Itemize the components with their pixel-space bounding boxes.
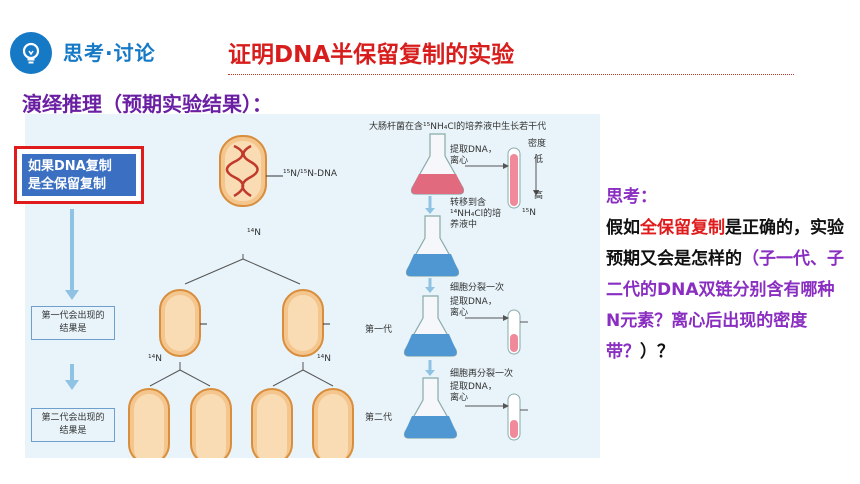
transfer-label: 转移到含¹⁴NH₄Cl的培养液中 bbox=[450, 198, 502, 230]
n14-label-left: ¹⁴N bbox=[148, 354, 162, 364]
think-p1-red: 全保留复制 bbox=[640, 218, 725, 238]
density-label: 密度 bbox=[528, 139, 547, 149]
n14-label-right: ¹⁴N bbox=[317, 354, 331, 364]
think-p2-end: ）？ bbox=[640, 342, 674, 362]
hypothesis-prefix: 是 bbox=[28, 177, 42, 192]
divide-once-label: 细胞分裂一次 bbox=[450, 283, 505, 293]
divide-twice-label: 细胞再分裂一次 bbox=[450, 369, 514, 379]
think-question: 思考： 假如全保留复制是正确的，实验预期又会是怎样的（子一代、子二代的DNA双链… bbox=[606, 182, 846, 368]
hypothesis-text: 如果DNA复制 是全保留复制 bbox=[22, 154, 136, 196]
diagram-caption: 大肠杆菌在含¹⁵NH₄Cl的培养液中生长若干代 bbox=[369, 122, 547, 132]
page-title: 证明DNA半保留复制的实验 bbox=[228, 42, 515, 68]
hypothesis-line1: 如果DNA复制 bbox=[28, 159, 112, 174]
dna-label: ¹⁵N/¹⁵N-DNA bbox=[283, 169, 337, 179]
think-heading: 思考： bbox=[606, 187, 657, 207]
hypothesis-highlight: 全保留复制 bbox=[41, 177, 107, 192]
experiment-diagram: 大肠杆菌在含¹⁵NH₄Cl的培养液中生长若干代 ¹⁵N/¹⁵N-DNA ¹⁴N … bbox=[25, 114, 600, 458]
section-tag: 思考·讨论 bbox=[63, 41, 156, 65]
low-label: 低 bbox=[534, 155, 544, 165]
hypothesis-line2: 是全保留复制 bbox=[28, 176, 130, 194]
gen1-side-label: 第一代 bbox=[365, 325, 393, 335]
gen2-result-box: 第二代会出现的结果是 bbox=[31, 408, 115, 442]
extract-label-2: 提取DNA，离心 bbox=[450, 297, 497, 318]
think-p1: 假如 bbox=[606, 218, 640, 238]
extract-label-3: 提取DNA，离心 bbox=[450, 382, 497, 403]
think-p2-purple: （子一代、子二代的DNA双链分别含有哪种N元素？离心后出现的密度带？ bbox=[606, 249, 844, 362]
n15-mark: ¹⁵N bbox=[522, 208, 536, 218]
n14-label: ¹⁴N bbox=[247, 228, 261, 238]
gen1-result-box: 第一代会出现的结果是 bbox=[31, 306, 115, 340]
title-divider bbox=[228, 74, 794, 75]
high-label: 高 bbox=[534, 191, 544, 201]
gen2-side-label: 第二代 bbox=[365, 413, 393, 423]
subheading: 演绎推理（预期实验结果）： bbox=[22, 92, 272, 116]
think-paragraph: 假如全保留复制是正确的，实验预期又会是怎样的（子一代、子二代的DNA双链分别含有… bbox=[606, 213, 846, 368]
hypothesis-box: 如果DNA复制 是全保留复制 bbox=[14, 146, 144, 204]
think-p1-rest: 是正确的，实验预期又会是怎样的 bbox=[606, 218, 844, 269]
extract-label-1: 提取DNA，离心 bbox=[450, 145, 497, 166]
lightbulb-icon bbox=[10, 32, 52, 74]
